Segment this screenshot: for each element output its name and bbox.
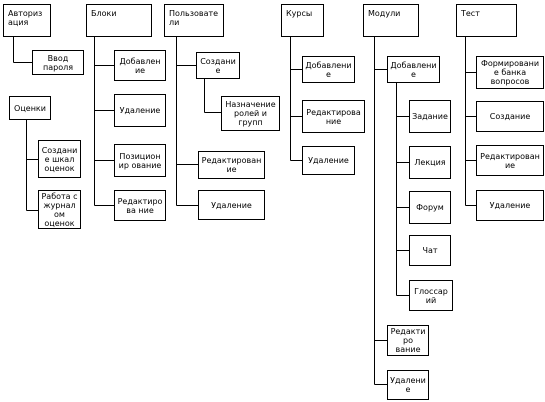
blocks-position-node: Позиционир ование [114, 144, 166, 177]
modules-add-node: Добавление [387, 56, 440, 83]
authorization-node: Авторизация [3, 4, 51, 37]
courses-add-node: Добавление [302, 56, 355, 83]
modules-edit-node: Редактиро вание [387, 325, 429, 356]
blocks-edit-node: Редактирова ние [114, 190, 166, 221]
test-edit-node: Редактирование [476, 145, 544, 176]
test-question-bank-node: Формирование банка вопросов [476, 56, 544, 89]
module-lecture-node: Лекция [409, 146, 451, 179]
modules-node: Модули [363, 4, 419, 37]
blocks-node: Блоки [86, 4, 152, 37]
users-roles-node: Назначение ролей и групп [221, 96, 280, 131]
module-task-node: Задание [409, 100, 451, 133]
password-input-node: Ввод пароля [32, 50, 84, 75]
blocks-delete-node: Удаление [114, 94, 166, 127]
module-forum-node: Форум [409, 191, 451, 224]
courses-delete-node: Удаление [302, 146, 355, 175]
grades-node: Оценки [9, 96, 51, 120]
test-delete-node: Удаление [476, 190, 544, 221]
courses-edit-node: Редактирование [302, 100, 365, 133]
test-node: Тест [456, 4, 517, 37]
create-grade-scale-node: Создание шкал оценок [38, 140, 81, 178]
courses-node: Курсы [281, 4, 324, 37]
modules-delete-node: Удаление [387, 370, 429, 400]
users-node: Пользователи [164, 4, 224, 37]
users-create-node: Создание [196, 52, 240, 79]
users-delete-node: Удаление [198, 190, 265, 220]
module-chat-node: Чат [409, 235, 451, 266]
users-edit-node: Редактирование [198, 151, 265, 179]
test-create-node: Создание [476, 101, 544, 132]
gradebook-work-node: Работа с журналом оценок [38, 190, 81, 229]
module-glossary-node: Глоссарий [409, 280, 453, 311]
blocks-add-node: Добавление [114, 50, 166, 81]
